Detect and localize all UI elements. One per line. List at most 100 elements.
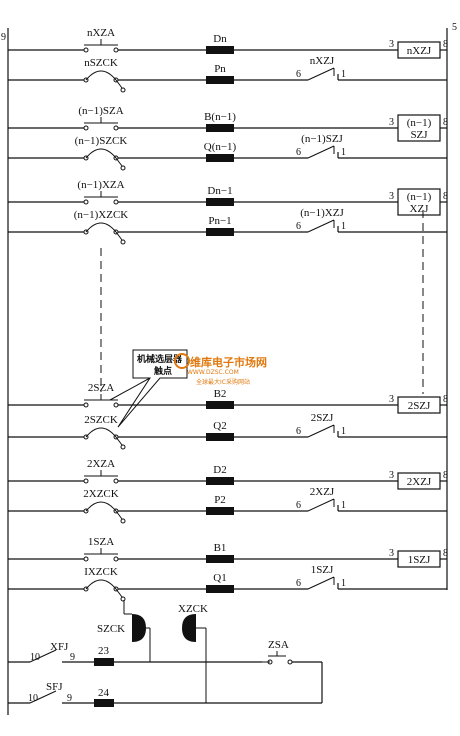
resistor — [206, 507, 234, 515]
limit-switch-arc — [85, 579, 117, 590]
contact-pin-b: 1 — [341, 69, 346, 80]
switch-label: nSZCK — [84, 57, 118, 69]
limit-switch-arc — [85, 427, 117, 438]
resistor-label: B(n−1) — [204, 111, 236, 123]
contact-pin-b: 1 — [341, 221, 346, 232]
bottom-section: SZCK XZCK XFJ 10 9 23 ZSA SFJ 10 9 24 — [8, 600, 323, 707]
resistor — [206, 477, 234, 485]
callout-bubble: 机械选层器 触点 — [109, 349, 188, 428]
contact-label: (n−1)SZJ — [301, 133, 343, 145]
limit-switch-arc — [85, 222, 117, 233]
xzck-label: XZCK — [178, 603, 208, 615]
coil-label: (n−1) — [407, 117, 432, 129]
szck-label: SZCK — [97, 623, 125, 635]
switch-terminal — [83, 125, 89, 131]
switch-label: 1SZA — [88, 536, 114, 548]
resistor-label: B2 — [214, 388, 227, 400]
coil-label: 2XZJ — [407, 476, 432, 488]
switch-terminal — [83, 478, 89, 484]
coil-pin-out: 8 — [443, 39, 448, 50]
contact-pin-a: 6 — [296, 578, 301, 589]
switch-terminal — [83, 77, 89, 83]
switch-terminal — [83, 556, 89, 562]
contact-pin-a: 6 — [296, 221, 301, 232]
xzck-bell-icon — [182, 614, 196, 642]
resistor-label: D2 — [213, 464, 226, 476]
switch-terminal — [113, 478, 119, 484]
switch-label: 2XZCK — [83, 488, 119, 500]
relay-coil — [397, 114, 441, 142]
contact-label: 1SZJ — [311, 564, 334, 576]
switch-label: 2XZA — [87, 458, 115, 470]
resistor-label: Dn−1 — [207, 185, 232, 197]
resistor — [206, 154, 234, 162]
callout-line1: 机械选层器 — [137, 353, 183, 365]
watermark-main: 维库电子市场网 — [190, 355, 267, 369]
sfj-label: SFJ — [46, 681, 63, 693]
rung: (n−1)XZA Dn−1 (n−1)XZJ 3 8 — [8, 179, 448, 216]
switch-label: (n−1)XZA — [77, 179, 124, 191]
coil-label: nXZJ — [407, 45, 432, 57]
relay-contact — [307, 576, 335, 590]
resistor — [206, 433, 234, 441]
switch-terminal — [83, 434, 89, 440]
coil-pin-in: 3 — [389, 39, 394, 50]
contact-pin-a: 6 — [296, 500, 301, 511]
resistor-label: P2 — [214, 494, 226, 506]
contact-label: (n−1)XZJ — [300, 207, 344, 219]
watermark-sub: 全球最大IC采购网站 — [196, 378, 250, 386]
coil-label: 2SZJ — [408, 400, 431, 412]
contact-pin-b: 1 — [341, 578, 346, 589]
watermark-logo-icon — [174, 353, 190, 369]
contact-pin-b: 1 — [341, 500, 346, 511]
resistor — [206, 401, 234, 409]
switch-terminal — [83, 47, 89, 53]
coil-pin-in: 3 — [389, 191, 394, 202]
contact-label: 2XZJ — [310, 486, 335, 498]
coil-label: (n−1) — [407, 191, 432, 203]
coil-pin-out: 8 — [443, 117, 448, 128]
switch-terminal — [113, 125, 119, 131]
sfj-pin-b: 9 — [67, 693, 72, 704]
coil-pin-out: 8 — [443, 548, 448, 559]
coil-label: SZJ — [410, 129, 428, 141]
resistor-label: B1 — [214, 542, 227, 554]
switch-label: 2SZCK — [84, 414, 118, 426]
switch-label: (n−1)XZCK — [74, 209, 129, 221]
limit-switch-arc — [85, 148, 117, 159]
coil-pin-out: 8 — [443, 191, 448, 202]
resistor — [206, 228, 234, 236]
coil-label: XZJ — [410, 203, 430, 215]
resistor — [206, 46, 234, 54]
res23-label: 23 — [98, 645, 110, 657]
resistor — [206, 124, 234, 132]
watermark: 维库电子市场网 WWW.DZSC.COM 全球最大IC采购网站 — [174, 353, 267, 386]
relay-contact — [307, 219, 335, 233]
switch-label: nXZA — [87, 27, 115, 39]
resistor — [206, 585, 234, 593]
callout-line2: 触点 — [153, 365, 172, 377]
resistor — [206, 198, 234, 206]
coil-pin-out: 8 — [443, 394, 448, 405]
sfj-pin-a: 10 — [28, 693, 38, 704]
switch-label: 2SZA — [88, 382, 114, 394]
limit-switch-arc — [85, 501, 117, 512]
resistor-label: Pn — [214, 63, 226, 75]
limit-switch-arc — [85, 70, 117, 81]
resistor — [206, 76, 234, 84]
res24-label: 24 — [98, 687, 110, 699]
contact-pin-a: 6 — [296, 147, 301, 158]
resistor — [206, 555, 234, 563]
contact-pin-a: 6 — [296, 69, 301, 80]
